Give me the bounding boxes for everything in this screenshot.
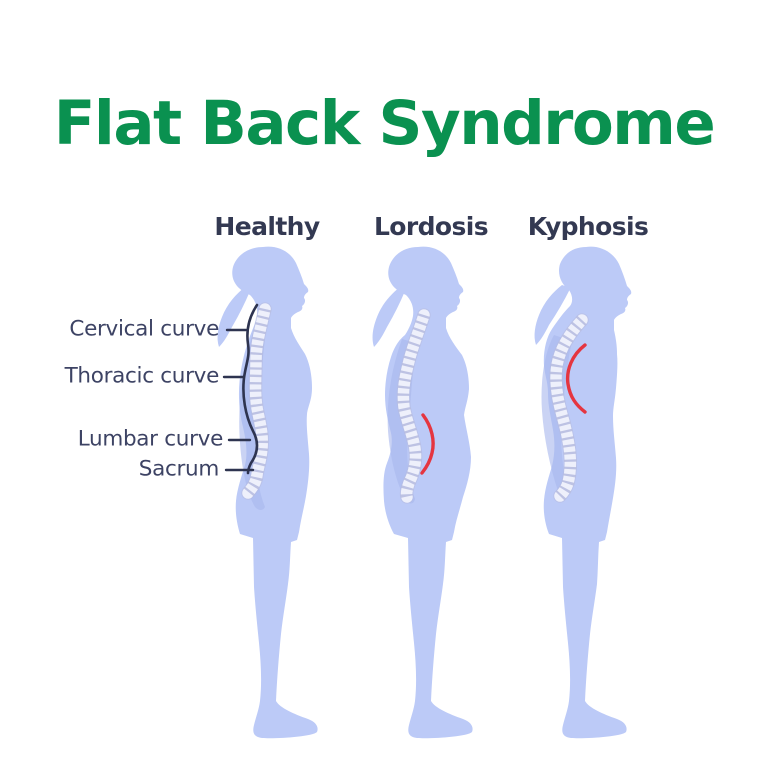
spine-label-thoracic: Thoracic curve — [64, 363, 220, 389]
column-label-kyphosis: Kyphosis — [527, 212, 649, 241]
kyphosis-spine-illustration — [549, 313, 589, 503]
healthy-spine-illustration — [241, 302, 272, 500]
kyphosis-figure — [534, 246, 632, 739]
healthy-ponytail — [217, 287, 250, 347]
healthy-spine-curve-line — [242, 303, 259, 475]
column-label-lordosis: Lordosis — [373, 212, 489, 241]
lordosis-ponytail — [372, 287, 405, 347]
column-label-healthy: Healthy — [214, 212, 320, 241]
lordosis-spine-illustration — [396, 308, 431, 504]
kyphosis-thoracic-highlight-arc — [565, 343, 587, 414]
spine-label-cervical: Cervical curve — [69, 316, 219, 342]
kyphosis-ponytail — [534, 285, 570, 345]
spine-label-sacrum: Sacrum — [138, 456, 220, 482]
healthy-figure — [217, 246, 318, 739]
spine-label-lumbar: Lumbar curve — [77, 426, 224, 452]
lordosis-figure — [372, 246, 473, 739]
page-title: Flat Back Syndrome — [53, 88, 716, 159]
lordosis-lumbar-highlight-arc — [420, 413, 435, 475]
